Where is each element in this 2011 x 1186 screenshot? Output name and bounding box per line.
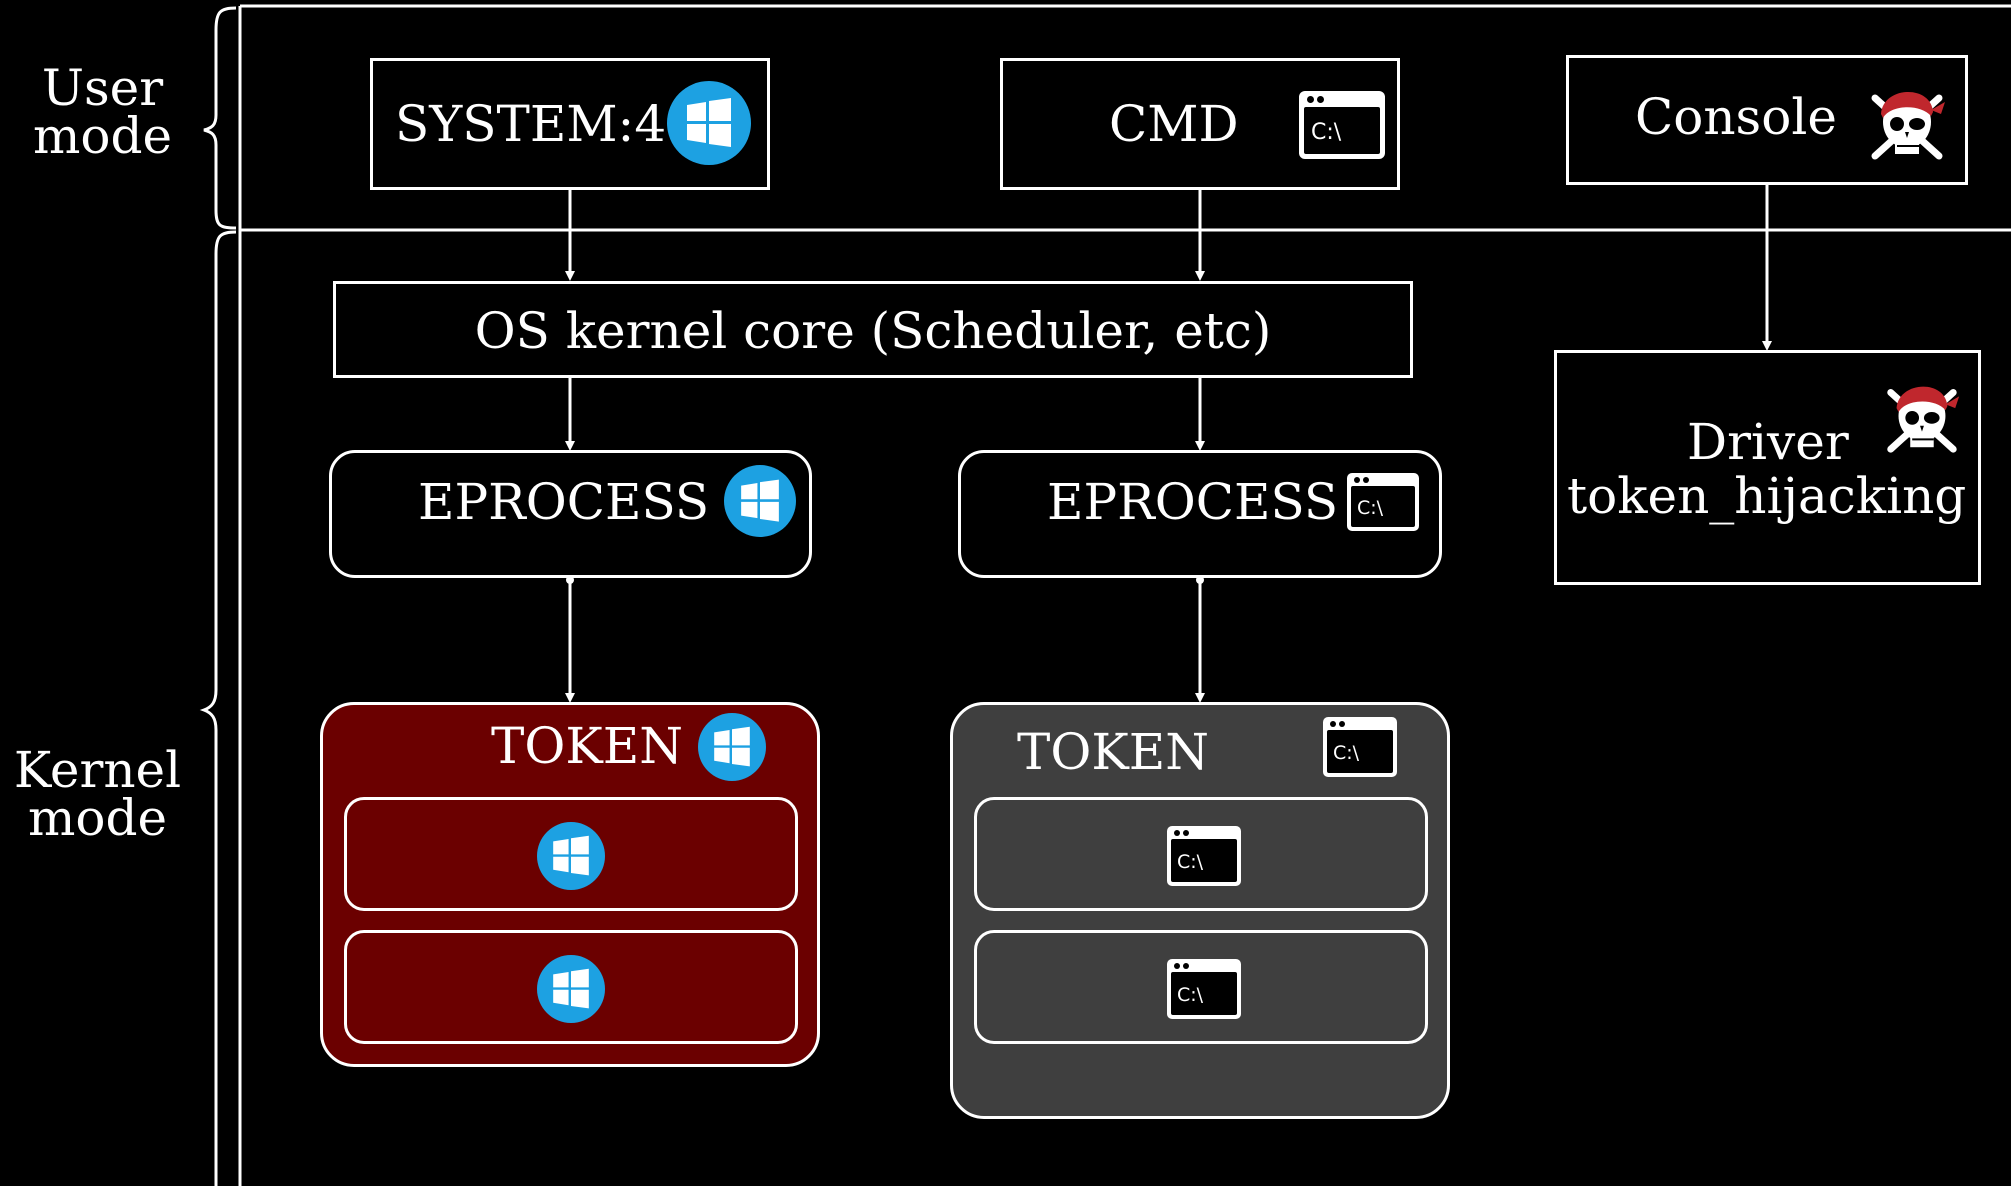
console-process-box[interactable]: Console	[1566, 55, 1968, 185]
cmd-icon-text: C:\	[1333, 742, 1360, 764]
eprocess-cmd-box[interactable]: EPROCESS C:\	[958, 450, 1442, 578]
cmd-window-icon: C:\	[1347, 473, 1419, 531]
kernel-mode-line2: mode	[27, 789, 168, 847]
cmd-icon-text: C:\	[1357, 497, 1384, 519]
console-process-label: Console	[1635, 88, 1837, 146]
kernel-mode-brace	[199, 230, 237, 1186]
kernel-mode-line1: Kernel	[13, 741, 182, 799]
token-system-label: TOKEN	[491, 717, 683, 775]
user-mode-line2: mode	[32, 107, 173, 165]
cmd-icon-text: C:\	[1177, 984, 1204, 1006]
driver-box[interactable]: Driver token_hijacking	[1554, 350, 1981, 585]
token-system-privilege-2	[344, 930, 798, 1044]
user-mode-line1: User	[41, 59, 164, 117]
pirate-skull-icon	[1871, 91, 1945, 160]
token-cmd-label: TOKEN	[1017, 723, 1209, 781]
kernel-core-box[interactable]: OS kernel core (Scheduler, etc)	[333, 281, 1413, 378]
system-process-box[interactable]: SYSTEM:4	[370, 58, 770, 190]
pirate-skull-icon	[1887, 386, 1960, 453]
windows-logo-icon	[537, 822, 605, 890]
windows-logo-icon	[698, 713, 766, 781]
cmd-window-icon: C:\	[1167, 959, 1241, 1019]
eprocess-cmd-label: EPROCESS	[1047, 473, 1339, 531]
cmd-process-label: CMD	[1109, 95, 1239, 153]
driver-label-line2: token_hijacking	[1567, 467, 1967, 525]
driver-label-line1: Driver	[1687, 413, 1849, 471]
token-system-privilege-1	[344, 797, 798, 911]
cmd-window-icon: C:\	[1167, 826, 1241, 886]
windows-logo-icon	[537, 955, 605, 1023]
eprocess-system-label: EPROCESS	[418, 473, 710, 531]
token-cmd-box[interactable]: TOKEN C:\ C:\ C:\	[950, 702, 1450, 1119]
user-mode-label: User mode	[20, 59, 185, 165]
windows-logo-icon	[667, 81, 751, 165]
windows-logo-icon	[724, 465, 796, 537]
kernel-mode-label: Kernel mode	[5, 741, 190, 847]
cmd-icon-text: C:\	[1177, 851, 1204, 873]
cmd-window-icon: C:\	[1299, 91, 1385, 159]
kernel-core-label: OS kernel core (Scheduler, etc)	[474, 302, 1272, 360]
eprocess-system-box[interactable]: EPROCESS	[329, 450, 812, 578]
token-system-box[interactable]: TOKEN	[320, 702, 820, 1067]
token-cmd-privilege-1: C:\	[974, 797, 1428, 911]
cmd-process-box[interactable]: CMD C:\	[1000, 58, 1400, 190]
cmd-icon-text: C:\	[1311, 120, 1342, 145]
token-cmd-privilege-2: C:\	[974, 930, 1428, 1044]
user-mode-brace	[203, 6, 237, 230]
cmd-window-icon: C:\	[1323, 717, 1397, 777]
system-process-label: SYSTEM:4	[395, 95, 667, 153]
